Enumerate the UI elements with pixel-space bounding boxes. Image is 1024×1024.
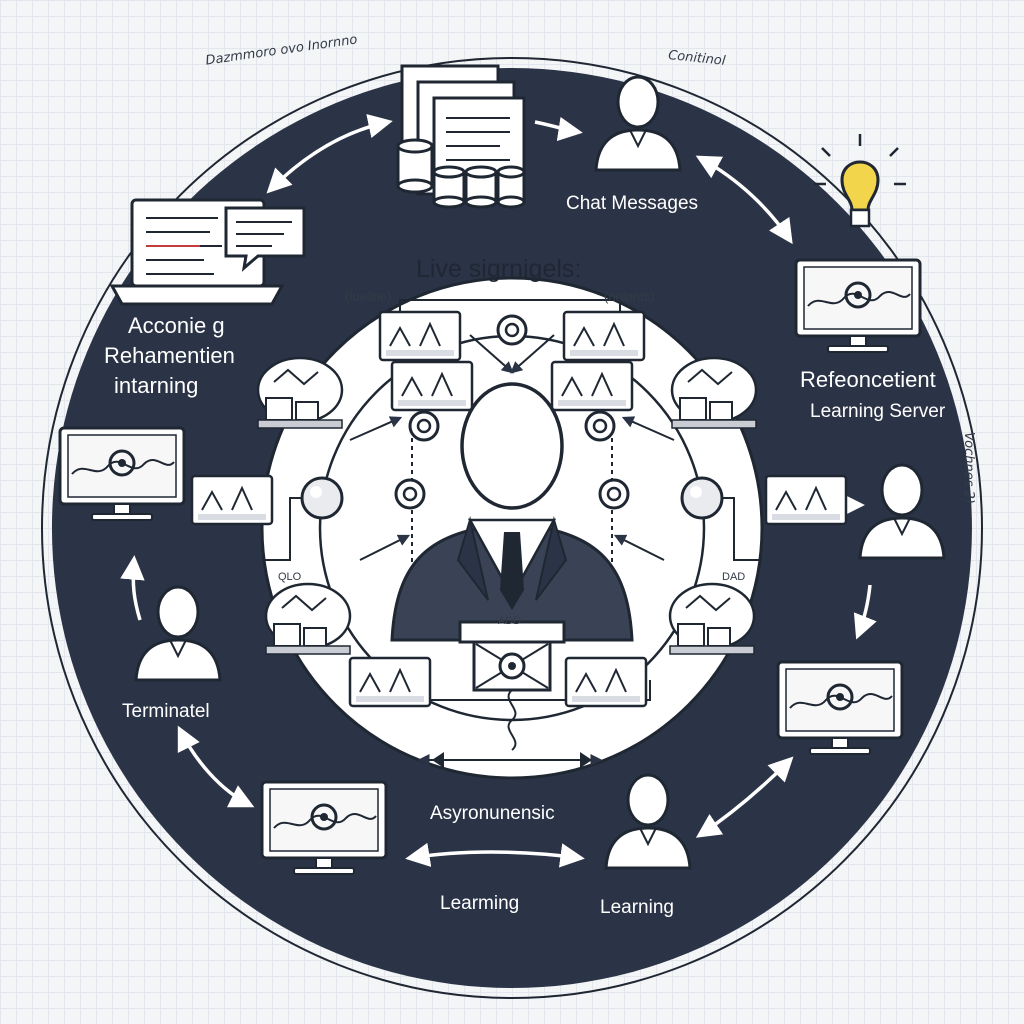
asynchronous-label: Asyronunensic — [430, 803, 555, 824]
center-title: Live sigrnigels: — [416, 255, 582, 283]
lightbulb-icon — [814, 134, 906, 228]
side-vertical-caption: Vochnes 2) — [961, 432, 976, 504]
router-icon — [458, 620, 566, 692]
arrow-top-left — [266, 114, 393, 194]
panel-top-right — [562, 310, 646, 362]
panel-bottom-left — [348, 656, 432, 708]
panel-mid-left — [390, 360, 474, 412]
center-right-small: DAD — [722, 571, 746, 583]
left-title-line3: intarning — [114, 373, 199, 398]
outer-frame-arc — [41, 57, 983, 999]
arrow-left-up — [120, 555, 145, 621]
arrow-top-right — [695, 155, 793, 245]
gear-icon-right — [598, 478, 630, 510]
left-title-line1: Acconie g — [128, 313, 225, 338]
left-title-line2: Rehamentien — [104, 343, 235, 368]
learning-left-label: Learming — [440, 893, 520, 914]
gear-icon-upper-left — [408, 410, 440, 442]
panel-bottom-right — [564, 656, 648, 708]
gear-icon-upper-right — [584, 410, 616, 442]
arrow-bottom-right — [695, 756, 794, 838]
center-left-tag: (lueline) — [345, 289, 392, 304]
center-left-small: QLO — [278, 571, 302, 583]
panel-far-right — [764, 474, 848, 526]
panel-mid-right — [550, 360, 634, 412]
learning-right-label: Learning — [600, 897, 674, 918]
arrow-bottom — [405, 842, 585, 868]
gear-icon-top — [496, 314, 528, 346]
arrow-top — [534, 116, 583, 142]
neural-node-right — [680, 476, 724, 520]
central-user-icon — [390, 382, 634, 642]
reinforcement-server-line1: Refeoncetient — [800, 367, 936, 392]
terminal-label: Terminatel — [122, 701, 210, 722]
chat-bubble-icon — [224, 206, 306, 272]
arrow-right-down — [853, 584, 877, 640]
database-icon — [396, 138, 526, 209]
chat-messages-label: Chat Messages — [566, 193, 699, 214]
reinforcement-server-line2: Learning Server — [810, 401, 946, 422]
gear-icon-left — [394, 478, 426, 510]
center-right-tag: (nolonts) — [604, 289, 655, 304]
panel-far-left — [190, 474, 274, 526]
panel-top-left — [378, 310, 462, 362]
neural-node-left — [300, 476, 344, 520]
center-box-tag: ADD — [498, 615, 522, 627]
arrow-bottom-left — [177, 725, 255, 808]
